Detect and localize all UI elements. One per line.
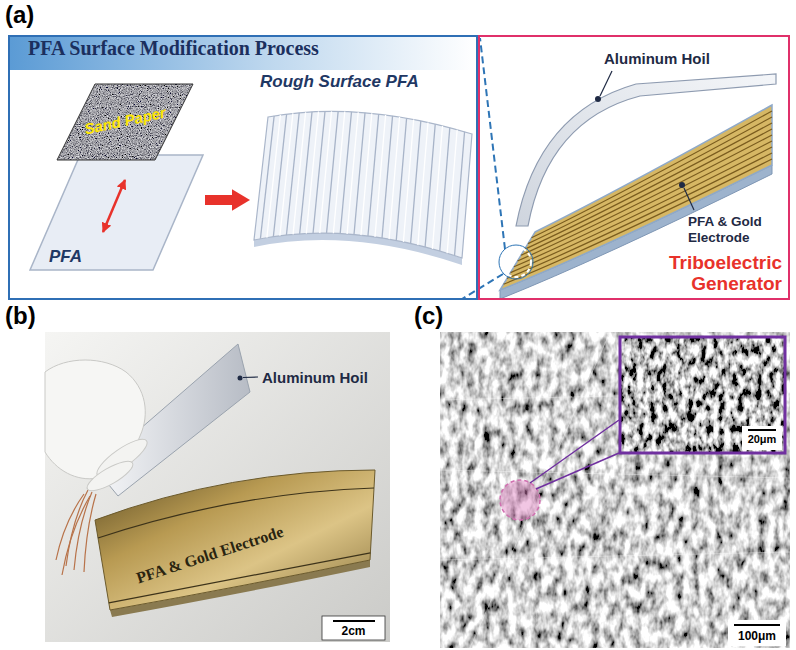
zoom-circle	[499, 245, 533, 279]
surface-ridge	[455, 132, 465, 256]
leader-line	[684, 188, 694, 210]
panel-letter: (a)	[5, 1, 34, 29]
surface-ridge	[347, 112, 358, 234]
zoom-circle	[501, 247, 531, 277]
rough-pfa-film: Rough Surface PFA	[250, 72, 475, 262]
sem-image	[440, 332, 790, 648]
part-label: Aluminum Hoil	[262, 369, 368, 386]
electrode-gap	[98, 488, 374, 538]
sem-inset	[620, 337, 785, 453]
device-photo	[45, 332, 390, 642]
surface-ridge	[320, 111, 332, 233]
surface-ridge	[300, 112, 312, 234]
node-shape	[250, 72, 475, 262]
photo-background	[45, 332, 390, 642]
scale-bar	[748, 429, 776, 431]
panel-title: Triboelectric Generator	[658, 252, 782, 294]
surface-ridges	[260, 111, 464, 255]
panel-letter: (b)	[5, 302, 36, 330]
part-label: Aluminum Hoil	[604, 50, 710, 67]
scale-bar	[333, 620, 375, 622]
panel-letter: (c)	[414, 302, 443, 330]
copper-wire	[62, 496, 90, 575]
surface-ridge	[267, 115, 280, 238]
copper-wire	[84, 494, 96, 572]
part-label: Rough Surface PFA	[260, 72, 419, 92]
process-panel: Sand PaperPFA Rough Surface PFAPFA Surfac…	[8, 35, 478, 300]
inset-frame	[620, 337, 785, 453]
scratch-line	[440, 552, 790, 560]
leader-dot	[595, 96, 601, 102]
zoom-circle	[500, 480, 540, 520]
surface-ridge	[354, 113, 365, 235]
part-label: PFA	[49, 247, 82, 267]
scale-label: 100μm	[728, 629, 786, 644]
sem-surface	[440, 332, 790, 648]
scratch-line	[440, 470, 790, 478]
scale-bar-box	[742, 426, 782, 450]
surface-ridge	[260, 116, 274, 239]
sandpaper-sheet: Sand Paper	[55, 82, 195, 162]
scale-label: 20μm	[742, 432, 782, 446]
pfa-film: PFA	[25, 150, 205, 275]
zoom-line	[480, 38, 505, 249]
process-arrow	[205, 195, 232, 205]
copper-wires	[56, 490, 96, 575]
surface-ridge	[333, 112, 344, 234]
zoom-line	[530, 420, 619, 483]
scale-bar-box	[728, 620, 786, 646]
leader-line	[243, 376, 258, 378]
surface-ridge	[286, 113, 299, 235]
panel-heading: PFA Surface Modification Process	[10, 37, 476, 70]
part-label: PFA & Gold Electrode	[688, 214, 788, 246]
copper-wire	[56, 494, 84, 560]
leader-dot	[679, 182, 685, 188]
scratch-line	[470, 332, 610, 648]
zoom-line	[462, 274, 503, 299]
aluminum-plate	[516, 74, 776, 226]
zoom-line	[536, 453, 619, 489]
scale-bar	[734, 624, 780, 626]
glove-finger	[83, 456, 136, 496]
gold-electrode-film	[95, 470, 375, 610]
leader-line	[600, 71, 612, 96]
rough-sheet	[254, 111, 472, 258]
copper-wire	[74, 492, 92, 570]
scratch-marks	[440, 332, 790, 648]
pfa-sheet	[30, 155, 203, 270]
surface-ridge	[306, 112, 318, 234]
generator-panel: Triboelectric Generator	[478, 35, 790, 300]
surface-ridge	[293, 112, 306, 234]
scale-bar-box	[322, 616, 385, 640]
surface-ridge	[280, 113, 293, 235]
leader-dot	[238, 376, 243, 381]
surface-ridge	[327, 111, 339, 233]
surface-ridge	[273, 114, 286, 236]
surface-ridge	[340, 112, 351, 234]
scale-label: 2cm	[322, 624, 385, 639]
surface-ridge	[313, 111, 325, 233]
rub-direction-arrow	[103, 180, 125, 232]
